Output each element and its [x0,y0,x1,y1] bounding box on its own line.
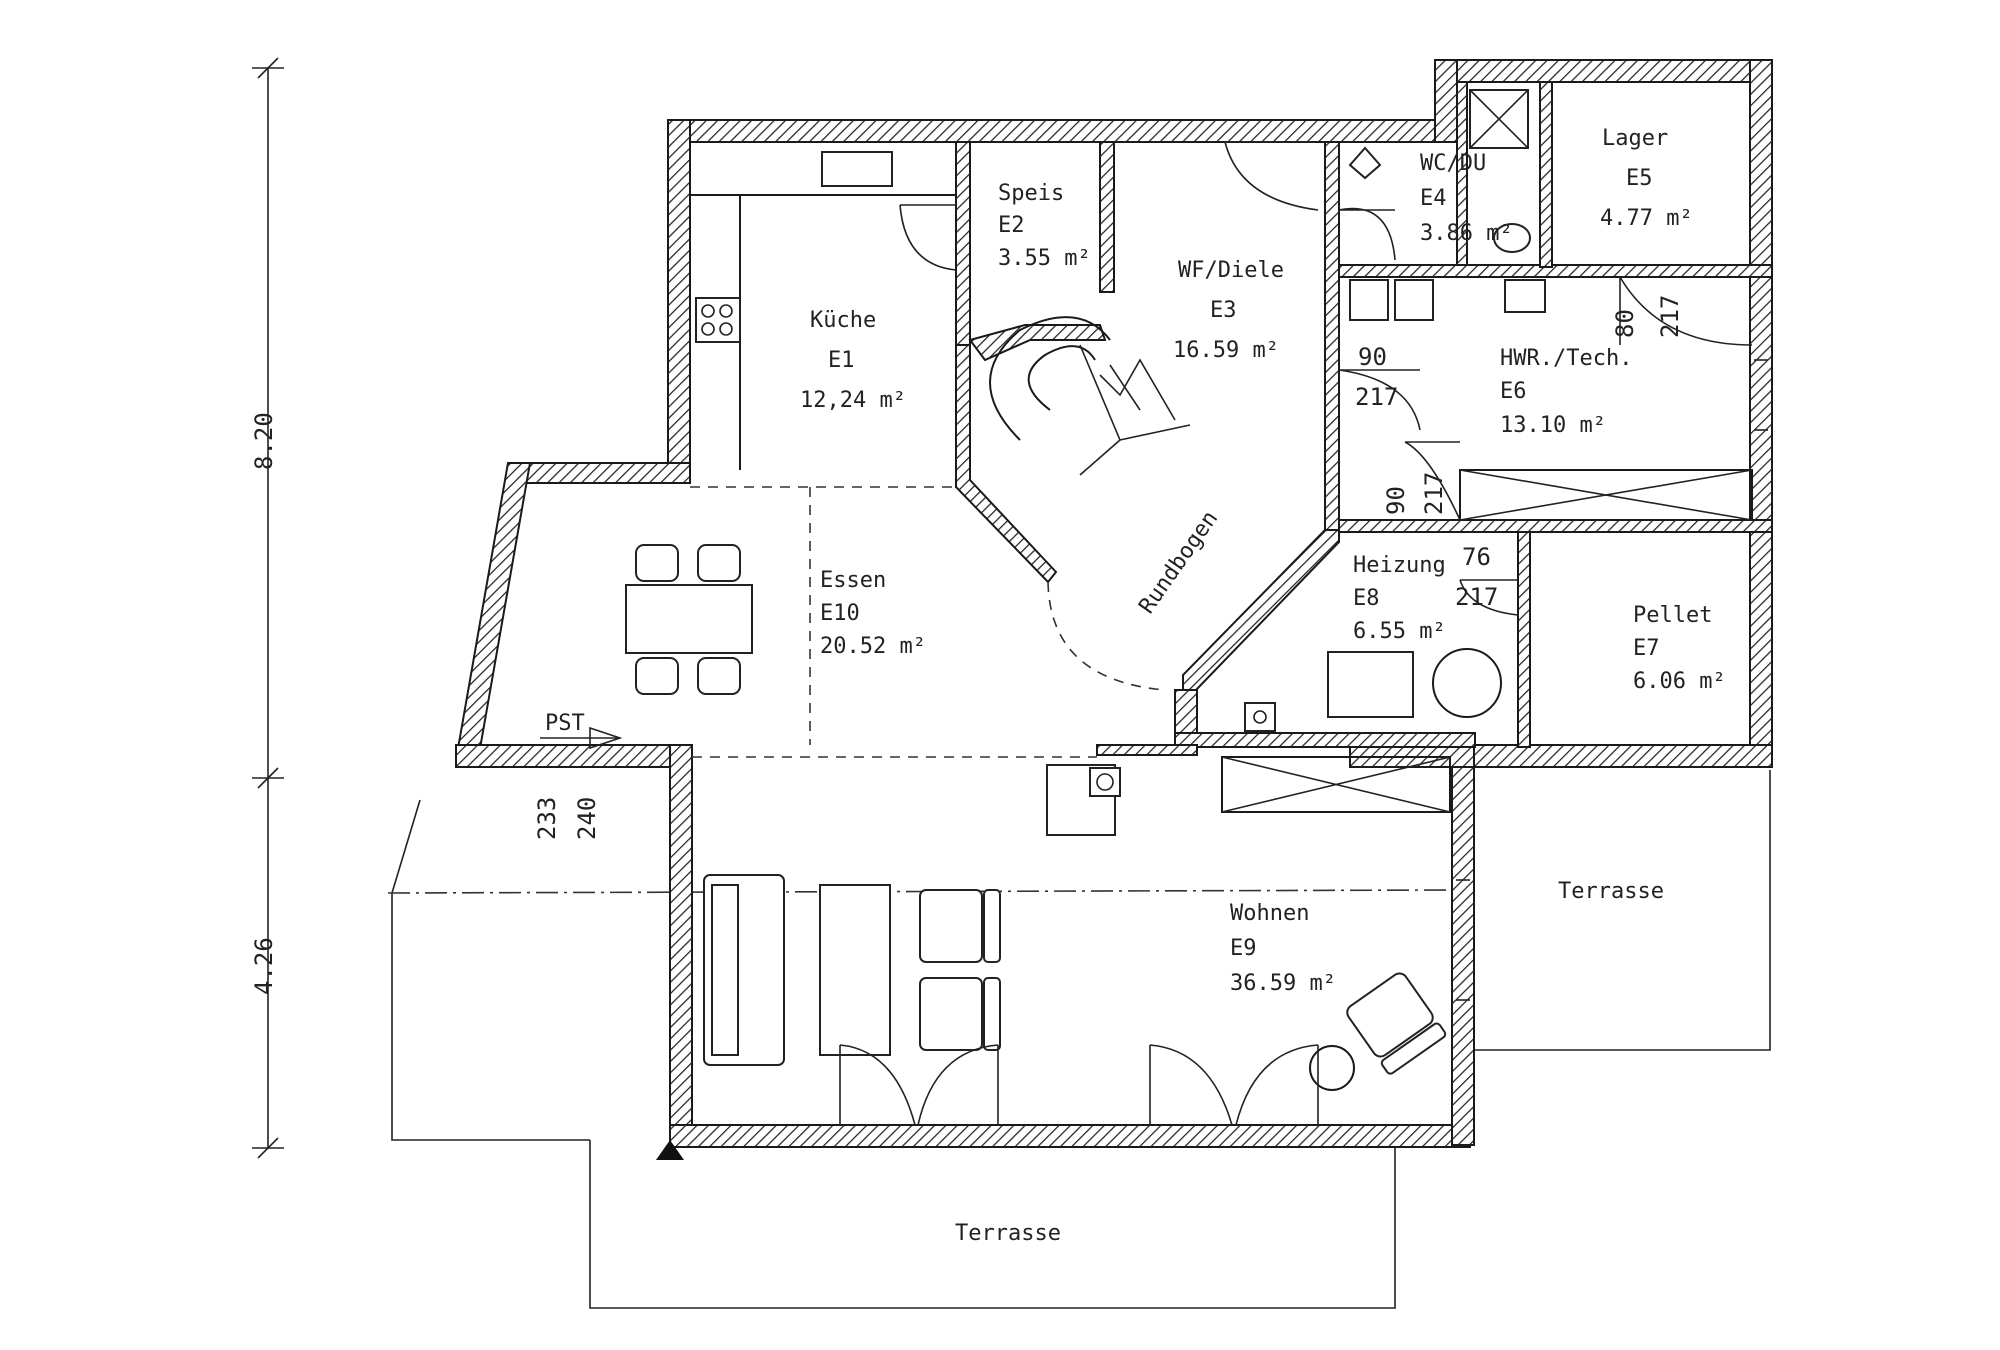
dimension-line [252,57,284,1159]
dim-window-b: 240 [573,797,601,840]
pst-arrow [540,726,623,750]
floor-drain [1244,702,1276,732]
room-code: E2 [998,213,1025,238]
room-code: E1 [828,348,855,373]
outer-walls [454,59,1773,1148]
dim-door-hwr-w: 90 [1358,343,1387,371]
terrace-bottom-label: Terrasse [955,1221,1061,1246]
armchair [1346,972,1434,1058]
coffee-table [819,884,891,1056]
room-name: Essen [820,568,886,593]
room-area: 16.59 m² [1173,338,1279,363]
room-area: 12,24 m² [800,388,906,413]
tank [1432,648,1502,718]
room-name: Wohnen [1230,901,1309,926]
room-diele: WF/Diele E3 16.59 m² [1173,258,1284,363]
room-hwr: HWR./Tech. E6 13.10 m² [1500,346,1632,438]
staircase [989,316,1191,476]
dim-door-lager-w: 80 [1611,309,1639,338]
room-name: HWR./Tech. [1500,346,1632,371]
room-code: E7 [1633,636,1660,661]
room-heizung: Heizung E8 6.55 m² [1353,553,1446,644]
room-area: 36.59 m² [1230,971,1336,996]
side-table [1309,1045,1355,1091]
room-code: E3 [1210,298,1237,323]
room-area: 6.06 m² [1633,669,1726,694]
room-code: E9 [1230,936,1257,961]
window-marks [1456,359,1768,1001]
boiler [1327,651,1414,718]
dim-vertical-upper: 8.20 [250,412,278,470]
wohnen-furniture [703,756,1451,1091]
dim-window-a: 233 [533,797,561,840]
room-name: Küche [810,308,876,333]
room-name: Lager [1602,126,1668,151]
room-pellet: Pellet E7 6.06 m² [1633,603,1726,694]
room-name: Speis [998,181,1064,206]
wc-basin [1493,223,1531,253]
room-code: E4 [1420,186,1447,211]
door-speis [899,204,957,271]
hwr-fixtures [1338,276,1753,521]
sink [821,151,893,187]
heizung-fixtures [1244,579,1519,732]
openings [690,486,1166,758]
room-wohnen: Wohnen E9 36.59 m² [1230,901,1336,996]
room-name: WC/DU [1420,151,1486,176]
wohnen-doors [839,1044,1319,1126]
room-kueche: Küche E1 12,24 m² [800,308,906,413]
inner-walls [955,81,1773,756]
room-wc: WC/DU E4 3.86 m² [1420,151,1513,246]
room-area: 3.86 m² [1420,221,1513,246]
room-essen: Essen E10 20.52 m² [820,568,926,659]
room-area: 3.55 m² [998,246,1091,271]
terrace-right-label: Terrasse [1558,879,1664,904]
dim-door-lager-h: 217 [1656,295,1684,338]
room-name: WF/Diele [1178,258,1284,283]
dim-door-diele-w: 90 [1382,486,1410,515]
room-lager: Lager E5 4.77 m² [1600,126,1693,231]
survey-point [656,1140,684,1160]
terrace-right [1475,770,1771,1051]
room-code: E10 [820,601,860,626]
kitchen-counter [690,151,956,470]
room-code: E8 [1353,586,1380,611]
rundbogen-label: Rundbogen [1134,506,1223,618]
room-area: 4.77 m² [1600,206,1693,231]
pst-label: PST [545,711,585,736]
room-area: 20.52 m² [820,634,926,659]
room-name: Heizung [1353,553,1446,578]
dining-table [625,544,753,695]
storage-box [1221,756,1451,813]
room-area: 13.10 m² [1500,413,1606,438]
terrace-bottom [391,799,1396,1309]
dim-door-heizung-w: 76 [1462,543,1491,571]
dim-door-hwr-h: 217 [1355,383,1398,411]
dim-vertical-lower: 4.26 [250,937,278,995]
room-code: E5 [1626,166,1653,191]
dim-door-diele-h: 217 [1420,472,1448,515]
dim-door-heizung-h: 217 [1455,583,1498,611]
cooktop [695,297,741,343]
room-speis: Speis E2 3.55 m² [998,181,1091,271]
room-name: Pellet [1633,603,1712,628]
room-code: E6 [1500,379,1527,404]
wc-fixtures [1338,89,1531,261]
door-diele-entry [1224,141,1319,211]
room-area: 6.55 m² [1353,619,1446,644]
